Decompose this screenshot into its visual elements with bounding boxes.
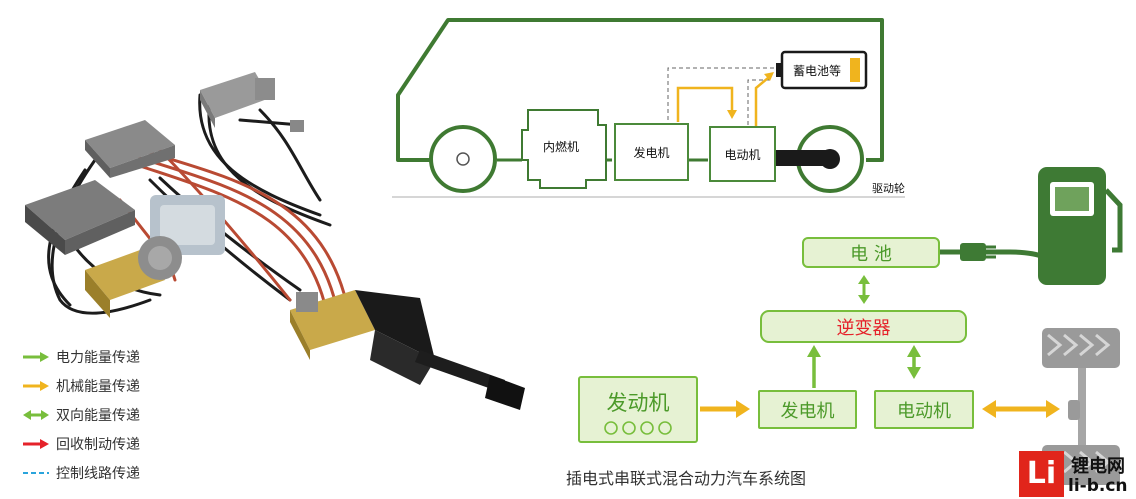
engine-shape xyxy=(521,109,607,189)
powertrain-illustration xyxy=(25,72,525,410)
bus-wheel-label: 驱动轮 xyxy=(872,182,905,195)
bus-generator-label: 发电机 xyxy=(633,145,670,160)
logo-text-bottom: li-b.cn xyxy=(1068,476,1128,496)
diagram-caption: 插电式串联式混合动力汽车系统图 xyxy=(566,469,807,488)
flow-generator-box: 发电机 xyxy=(758,390,857,429)
flow-engine-box: 发动机 xyxy=(578,376,698,443)
legend-label: 双向能量传递 xyxy=(56,408,140,424)
legend-regen: 回收制动传递 xyxy=(22,433,140,455)
flow-motor-label: 电动机 xyxy=(897,400,951,422)
cylinder-icon xyxy=(604,421,672,435)
flow-motor-box: 电动机 xyxy=(874,390,974,429)
bus-motor-label: 电动机 xyxy=(724,147,761,162)
legend-control: 控制线路传递 xyxy=(22,462,140,484)
flow-generator-label: 发电机 xyxy=(780,400,835,422)
flow-inverter-label: 逆变器 xyxy=(836,317,891,339)
legend-mechanical: 机械能量传递 xyxy=(22,375,140,397)
flow-inverter-box: 逆变器 xyxy=(760,310,967,343)
logo-mark-text: Li xyxy=(1026,456,1057,491)
charging-pump-icon xyxy=(1038,167,1123,285)
logo-mark: Li xyxy=(1019,451,1064,497)
legend-label: 机械能量传递 xyxy=(56,379,140,395)
bus-battery-label: 蓄电池等 xyxy=(793,64,842,78)
bus-motor-box: 电动机 xyxy=(709,126,776,182)
bus-generator-box: 发电机 xyxy=(614,123,689,181)
flow-battery-box: 电 池 xyxy=(802,237,940,268)
green-double-arrow-icon xyxy=(23,410,49,420)
bus-engine-label: 内燃机 xyxy=(543,140,580,154)
legend-label: 电力能量传递 xyxy=(56,350,140,366)
yellow-arrow-icon xyxy=(23,381,49,391)
blue-dashed-line-icon xyxy=(23,472,49,474)
legend-bidirectional: 双向能量传递 xyxy=(22,404,140,426)
flow-battery-label: 电 池 xyxy=(850,243,892,265)
site-logo: Li 锂电网 li-b.cn xyxy=(1015,451,1136,499)
flow-engine-label: 发动机 xyxy=(606,391,670,415)
red-arrow-icon xyxy=(23,439,49,449)
legend-label: 回收制动传递 xyxy=(56,437,140,453)
legend-electric: 电力能量传递 xyxy=(22,346,140,368)
logo-text-top: 锂电网 xyxy=(1071,456,1125,477)
legend-label: 控制线路传递 xyxy=(56,466,140,482)
green-arrow-icon xyxy=(23,352,49,362)
